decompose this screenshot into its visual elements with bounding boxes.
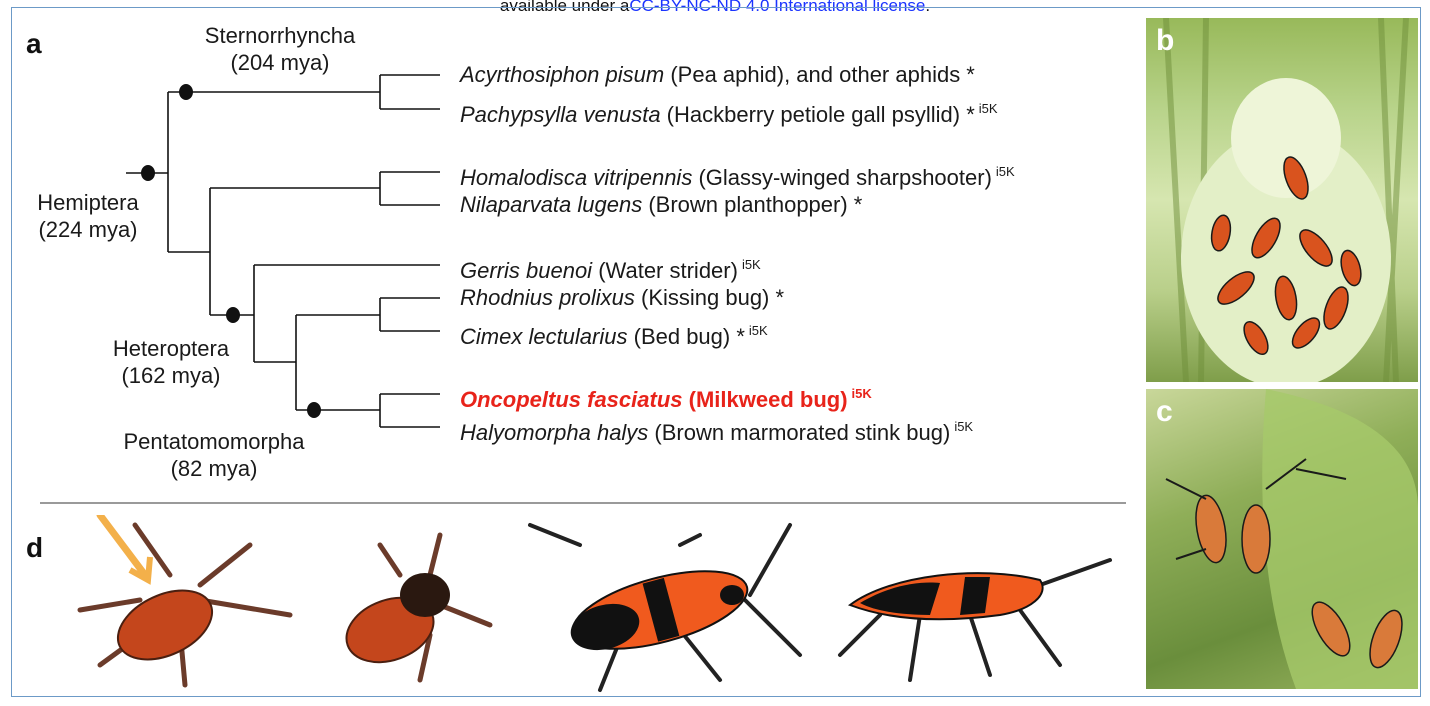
panel-label-d: d	[26, 532, 43, 564]
node-dot-pentatomomorpha	[307, 402, 321, 418]
taxon-label: Homalodisca vitripennis (Glassy-winged s…	[460, 159, 1015, 191]
i5k-marker: i5K	[852, 386, 872, 401]
panel-label-b: b	[1156, 24, 1174, 58]
taxon-common: (Pea aphid), and other aphids *	[664, 62, 975, 87]
taxon-species: Rhodnius prolixus	[460, 285, 635, 310]
taxon-species: Pachypsylla venusta	[460, 102, 661, 127]
clade-heteroptera: Heteroptera (162 mya)	[88, 335, 254, 389]
photo-milkweed-bug-aggregation: b	[1146, 18, 1418, 382]
life-stage-illustrations	[60, 515, 1120, 695]
panel-divider	[40, 502, 1126, 504]
taxon-species: Halyomorpha halys	[460, 420, 648, 445]
taxon-label: Nilaparvata lugens (Brown planthopper) *	[460, 192, 862, 218]
taxon-label: Rhodnius prolixus (Kissing bug) *	[460, 285, 784, 311]
photo-milkweed-bugs-on-leaf: c	[1146, 389, 1418, 689]
clade-sternorrhyncha: Sternorrhyncha (204 mya)	[175, 22, 385, 76]
panel-label-a: a	[26, 28, 42, 60]
clade-hemiptera: Hemiptera (224 mya)	[14, 189, 162, 243]
taxon-common: (Water strider)	[592, 258, 738, 283]
taxon-label: Pachypsylla venusta (Hackberry petiole g…	[460, 96, 998, 128]
clade-name: Heteroptera	[88, 335, 254, 362]
taxon-common: (Hackberry petiole gall psyllid) *	[661, 102, 975, 127]
taxon-label: Acyrthosiphon pisum (Pea aphid), and oth…	[460, 62, 975, 88]
node-dot-heteroptera	[226, 307, 240, 323]
clade-age: (82 mya)	[96, 455, 332, 482]
taxon-species: Oncopeltus fasciatus	[460, 387, 683, 412]
photo-illustration	[1146, 18, 1418, 382]
i5k-marker: i5K	[954, 419, 973, 434]
taxon-common: (Brown marmorated stink bug)	[648, 420, 950, 445]
taxon-label: Cimex lectularius (Bed bug) * i5K	[460, 318, 768, 350]
early-nymph-2	[337, 535, 490, 680]
i5k-marker: i5K	[979, 101, 998, 116]
early-nymph-1	[80, 515, 290, 685]
node-dot-hemiptera	[141, 165, 155, 181]
taxon-label-highlighted: Oncopeltus fasciatus (Milkweed bug) i5K	[460, 381, 872, 413]
clade-age: (162 mya)	[88, 362, 254, 389]
adult-bug-side-view	[840, 560, 1110, 680]
taxon-label: Halyomorpha halys (Brown marmorated stin…	[460, 414, 973, 446]
taxon-species: Homalodisca vitripennis	[460, 165, 692, 190]
i5k-marker: i5K	[749, 323, 768, 338]
taxon-common: (Kissing bug) *	[635, 285, 784, 310]
taxon-species: Cimex lectularius	[460, 324, 628, 349]
i5k-marker: i5K	[996, 164, 1015, 179]
clade-name: Pentatomomorpha	[96, 428, 332, 455]
taxon-species: Gerris buenoi	[460, 258, 592, 283]
panel-label-c: c	[1156, 395, 1173, 429]
taxon-common: (Glassy-winged sharpshooter)	[692, 165, 992, 190]
taxon-common: (Brown planthopper) *	[642, 192, 862, 217]
taxon-label: Gerris buenoi (Water strider) i5K	[460, 252, 761, 284]
i5k-marker: i5K	[742, 257, 761, 272]
taxon-common: (Milkweed bug)	[683, 387, 848, 412]
adult-bug-top-view	[530, 525, 800, 690]
clade-age: (204 mya)	[175, 49, 385, 76]
node-dot-sternorrhyncha	[179, 84, 193, 100]
taxon-common: (Bed bug) *	[628, 324, 745, 349]
clade-pentatomomorpha: Pentatomomorpha (82 mya)	[96, 428, 332, 482]
taxon-species: Nilaparvata lugens	[460, 192, 642, 217]
taxon-species: Acyrthosiphon pisum	[460, 62, 664, 87]
clade-name: Hemiptera	[14, 189, 162, 216]
clade-age: (224 mya)	[14, 216, 162, 243]
clade-name: Sternorrhyncha	[175, 22, 385, 49]
photo-illustration	[1146, 389, 1418, 689]
